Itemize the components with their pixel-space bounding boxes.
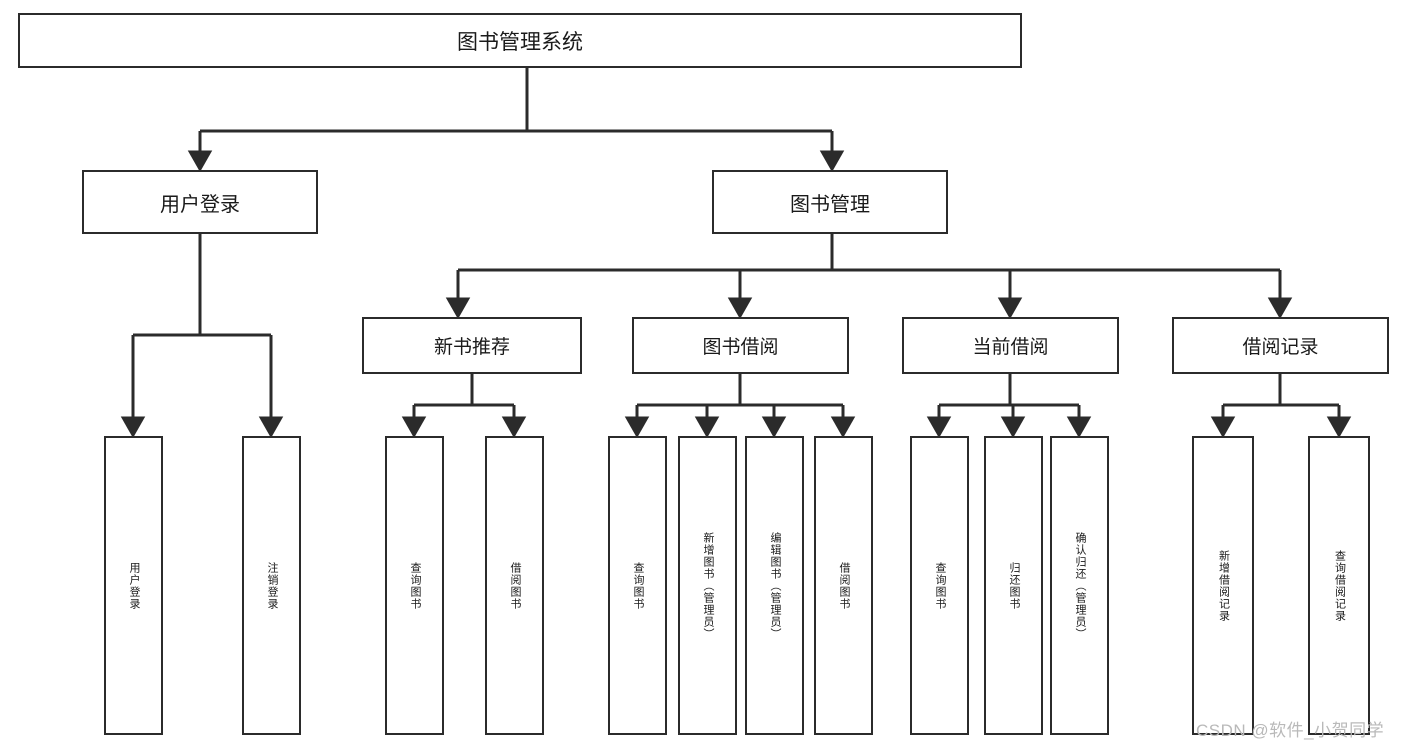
leaf-query-book-borrow[interactable]: 查询图书 bbox=[608, 436, 667, 735]
leaf-borrow-book[interactable]: 借阅图书 bbox=[814, 436, 873, 735]
csdn-watermark: CSDN @软件_小贺同学 bbox=[1196, 721, 1385, 740]
leaf-logout[interactable]: 注销登录 bbox=[242, 436, 301, 735]
node-user-login[interactable]: 用户登录 bbox=[82, 170, 318, 234]
leaf-confirm-return-admin[interactable]: 确认归还（管理员） bbox=[1050, 436, 1109, 735]
leaf-query-book-recommend[interactable]: 查询图书 bbox=[385, 436, 444, 735]
leaf-add-borrow-record[interactable]: 新增借阅记录 bbox=[1192, 436, 1254, 735]
node-root[interactable]: 图书管理系统 bbox=[18, 13, 1022, 68]
leaf-query-book-current[interactable]: 查询图书 bbox=[910, 436, 969, 735]
leaf-borrow-book-recommend[interactable]: 借阅图书 bbox=[485, 436, 544, 735]
node-borrow-records[interactable]: 借阅记录 bbox=[1172, 317, 1389, 374]
leaf-edit-book-admin[interactable]: 编辑图书（管理员） bbox=[745, 436, 804, 735]
node-book-management[interactable]: 图书管理 bbox=[712, 170, 948, 234]
node-book-borrow[interactable]: 图书借阅 bbox=[632, 317, 849, 374]
leaf-return-book[interactable]: 归还图书 bbox=[984, 436, 1043, 735]
leaf-add-book-admin[interactable]: 新增图书（管理员） bbox=[678, 436, 737, 735]
node-current-borrow[interactable]: 当前借阅 bbox=[902, 317, 1119, 374]
leaf-query-borrow-record[interactable]: 查询借阅记录 bbox=[1308, 436, 1370, 735]
leaf-user-login[interactable]: 用户登录 bbox=[104, 436, 163, 735]
node-new-book-recommend[interactable]: 新书推荐 bbox=[362, 317, 582, 374]
